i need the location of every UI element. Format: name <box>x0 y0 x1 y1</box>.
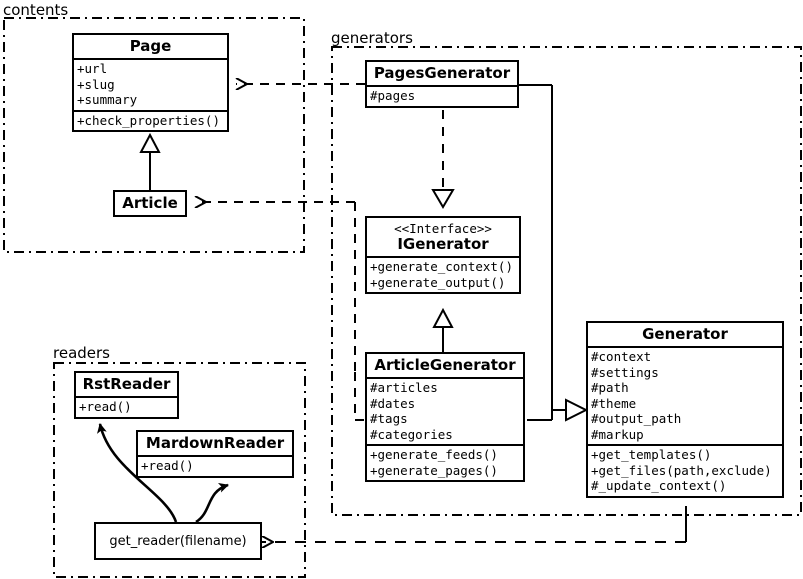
class-box-rst-reader[interactable]: RstReader +read() <box>74 371 179 419</box>
attribute: #articles <box>370 380 438 395</box>
class-box-article[interactable]: Article <box>113 190 187 217</box>
method: +read() <box>141 458 194 473</box>
class-name-generator: Generator <box>642 325 728 343</box>
method: +generate_pages() <box>370 462 498 478</box>
class-name-article: Article <box>122 194 178 212</box>
attribute: +slug <box>77 76 115 92</box>
attribute: #context <box>591 349 652 364</box>
attribute: #categories <box>370 426 453 442</box>
package-label-contents: contents <box>3 1 69 19</box>
class-methods-generator: +get_templates() +get_files(path,exclude… <box>588 444 782 496</box>
class-box-generator[interactable]: Generator #context #settings #path #them… <box>586 321 784 498</box>
relation-generator-depends-getreader <box>262 506 687 542</box>
attribute: #theme <box>591 395 637 411</box>
class-methods-rst-reader: +read() <box>76 396 177 417</box>
relation-getreader-creates-mardownreader <box>195 482 229 524</box>
method: +generate_context() <box>370 259 513 274</box>
attribute: #path <box>591 380 629 395</box>
attribute: #dates <box>370 395 416 411</box>
class-methods-page: +check_properties() <box>74 109 227 131</box>
function-name-get-reader: get_reader(filename) <box>109 533 247 549</box>
package-label-generators: generators <box>331 29 413 47</box>
attribute: #output_path <box>591 411 682 426</box>
attribute: #settings <box>591 364 659 380</box>
attribute: #markup <box>591 426 644 442</box>
class-name-pages-generator: PagesGenerator <box>373 64 511 82</box>
class-attributes-generator: #context #settings #path #theme #output_… <box>588 346 782 444</box>
class-name-rst-reader: RstReader <box>82 375 171 393</box>
relation-article-inherits-page <box>139 132 161 190</box>
class-name-article-generator: ArticleGenerator <box>374 356 516 374</box>
class-methods-mardown-reader: +read() <box>138 455 292 476</box>
attribute: #pages <box>370 88 416 103</box>
method: #_update_context() <box>591 478 727 493</box>
class-box-page[interactable]: Page +url +slug +summary +check_properti… <box>72 33 229 132</box>
attribute: +url <box>77 61 108 76</box>
method: +generate_output() <box>370 274 506 290</box>
relation-articlegen-depends-article <box>195 202 365 421</box>
class-attributes-pages-generator: #pages <box>367 85 517 106</box>
class-name-page: Page <box>129 37 172 55</box>
method: +check_properties() <box>77 112 220 128</box>
class-methods-igenerator: +generate_context() +generate_output() <box>367 256 519 292</box>
method: +get_files(path,exclude) <box>591 462 772 478</box>
attribute: +summary <box>77 92 138 107</box>
method: +generate_feeds() <box>370 447 498 462</box>
class-attributes-article-generator: #articles #dates #tags #categories <box>367 377 523 444</box>
class-name-igenerator: IGenerator <box>397 235 489 253</box>
relation-generators-inherit-generator <box>519 84 589 422</box>
class-attributes-page: +url +slug +summary <box>74 58 227 110</box>
class-stereotype-igenerator: <<Interface>> <box>394 221 492 236</box>
class-box-pages-generator[interactable]: PagesGenerator #pages <box>365 60 519 108</box>
class-box-article-generator[interactable]: ArticleGenerator #articles #dates #tags … <box>365 352 525 482</box>
attribute: #tags <box>370 411 408 426</box>
relation-articlegen-realizes-igenerator <box>432 307 454 352</box>
relation-pagesgen-realizes-igenerator <box>431 110 455 209</box>
method: +get_templates() <box>591 447 712 462</box>
class-box-mardown-reader[interactable]: MardownReader +read() <box>136 430 294 478</box>
class-box-igenerator[interactable]: <<Interface>> IGenerator +generate_conte… <box>365 216 521 294</box>
class-name-mardown-reader: MardownReader <box>145 434 285 452</box>
function-box-get-reader[interactable]: get_reader(filename) <box>94 522 262 560</box>
method: +read() <box>79 399 132 414</box>
class-methods-article-generator: +generate_feeds() +generate_pages() <box>367 444 523 480</box>
package-label-readers: readers <box>53 344 110 362</box>
